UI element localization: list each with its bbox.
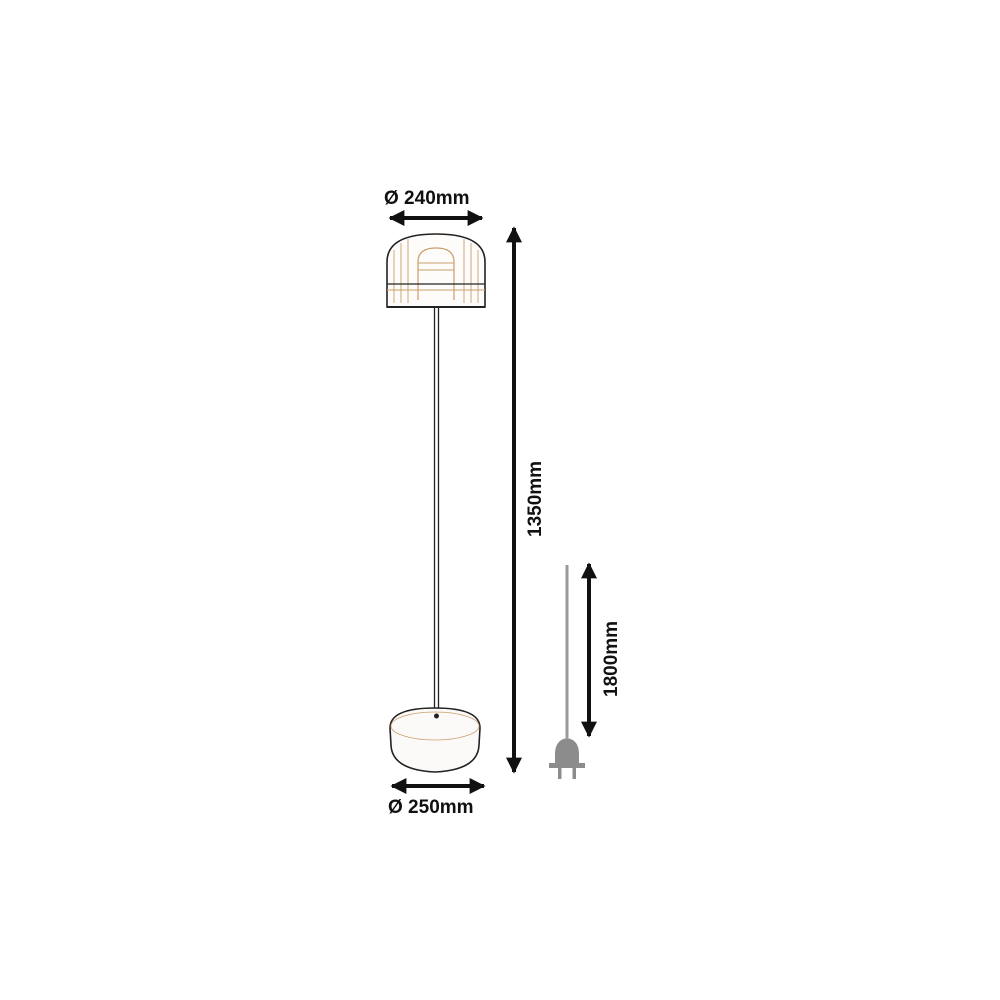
plug-icon <box>549 738 585 779</box>
height-dimension: 1350mm <box>506 226 546 774</box>
lamp-base <box>389 707 481 773</box>
shade-diameter-dimension: Ø 240mm <box>384 188 484 226</box>
base-top-surface <box>390 711 480 741</box>
shade-ribs <box>393 239 479 303</box>
shade-inner-dome <box>417 247 455 300</box>
base-diameter-label: Ø 250mm <box>388 797 474 818</box>
power-cable <box>549 565 585 779</box>
shade-outer-dome <box>386 233 486 308</box>
shade-diameter-label: Ø 240mm <box>384 188 470 209</box>
lamp-pole <box>433 308 440 716</box>
height-label: 1350mm <box>525 461 546 537</box>
base-pole-joint <box>434 713 439 719</box>
lamp-shade <box>386 233 486 308</box>
cable-length-label: 1800mm <box>601 621 622 697</box>
cable-length-dimension: 1800mm <box>581 562 622 738</box>
base-diameter-dimension: Ø 250mm <box>388 778 486 818</box>
